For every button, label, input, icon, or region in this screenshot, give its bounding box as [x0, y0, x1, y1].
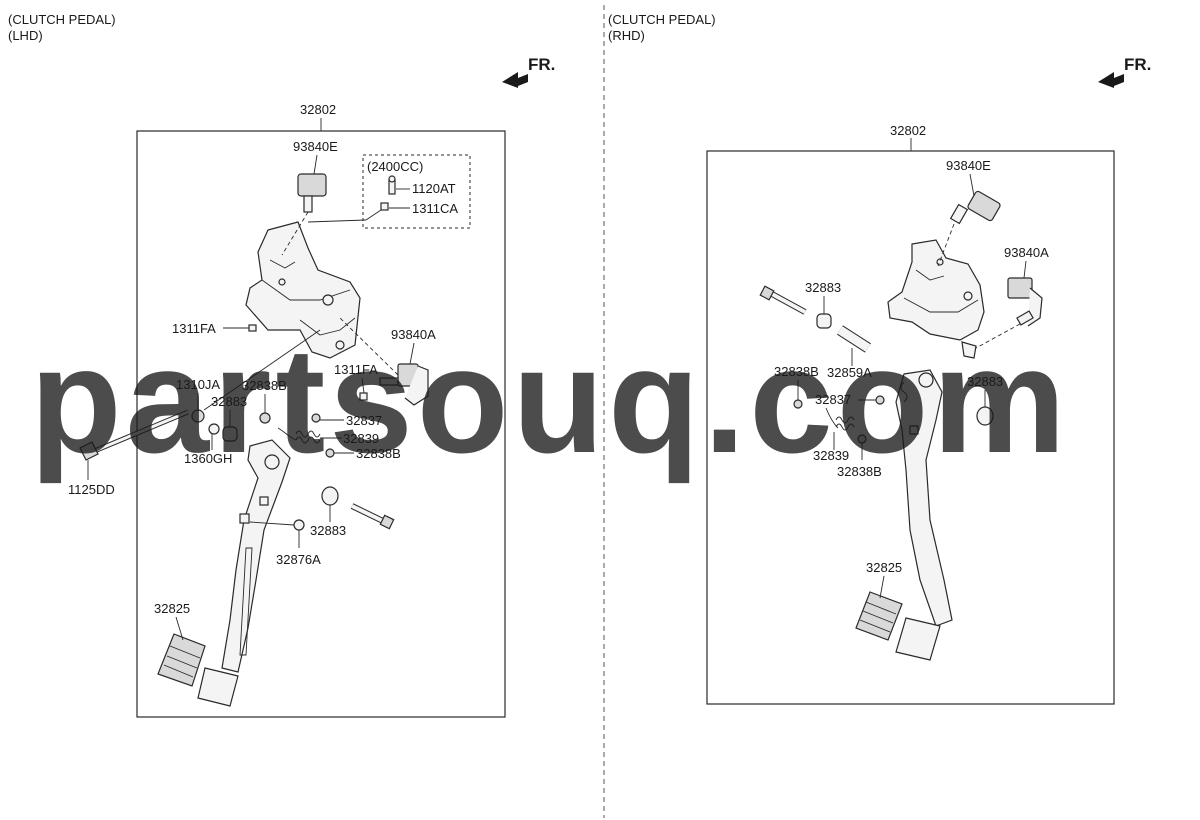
rhd-top-switch[interactable] — [949, 190, 1001, 225]
lhd-label-32883-a[interactable]: 32883 — [211, 394, 247, 409]
lhd-label-1311ca[interactable]: 1311CA — [412, 201, 458, 216]
rhd-pedal-bracket[interactable] — [887, 239, 985, 359]
lhd-title: (CLUTCH PEDAL) — [8, 12, 116, 27]
lhd-fr-label: FR. — [528, 55, 555, 74]
panel-lhd: (CLUTCH PEDAL) (LHD) FR. 32802 (2400CC) … — [8, 12, 555, 718]
lhd-assembly-label[interactable]: 32802 — [300, 102, 336, 117]
rhd-title: (CLUTCH PEDAL) — [608, 12, 716, 27]
lhd-bush-32883-b[interactable] — [321, 486, 339, 506]
lhd-top-switch[interactable] — [297, 173, 327, 213]
lhd-label-93840e[interactable]: 93840E — [293, 139, 338, 154]
rhd-label-32825[interactable]: 32825 — [866, 560, 902, 575]
lhd-front-arrow-icon: FR. — [502, 55, 555, 88]
lhd-variant-note: (2400CC) — [367, 159, 423, 174]
lhd-pin-32876a[interactable] — [293, 519, 305, 531]
rhd-pedal-pad[interactable] — [855, 591, 941, 661]
lhd-label-32837[interactable]: 32837 — [346, 413, 382, 428]
rhd-fr-label: FR. — [1124, 55, 1151, 74]
lhd-clip-32837[interactable] — [311, 413, 321, 423]
lhd-label-32883-b[interactable]: 32883 — [310, 523, 346, 538]
rhd-label-32859a[interactable]: 32859A — [827, 365, 872, 380]
rhd-label-32837[interactable]: 32837 — [815, 392, 851, 407]
rhd-label-32839[interactable]: 32839 — [813, 448, 849, 463]
lhd-pedal-pad[interactable] — [157, 633, 239, 707]
lhd-label-1311fa-a[interactable]: 1311FA — [172, 321, 216, 336]
rhd-label-93840e[interactable]: 93840E — [946, 158, 991, 173]
lhd-label-1125dd[interactable]: 1125DD — [68, 482, 115, 497]
lhd-pedal-arm[interactable] — [221, 439, 291, 673]
rhd-subtitle: (RHD) — [608, 28, 645, 43]
rhd-pin-32859a[interactable] — [837, 325, 871, 353]
lhd-bolt-1125dd[interactable] — [79, 409, 189, 461]
lhd-side-switch[interactable] — [379, 363, 429, 406]
lhd-label-1360gh[interactable]: 1360GH — [184, 451, 232, 466]
rhd-side-switch[interactable] — [1007, 277, 1043, 327]
lhd-label-93840a[interactable]: 93840A — [391, 327, 436, 342]
lhd-label-32838b-a[interactable]: 32838B — [242, 378, 287, 393]
lhd-label-32839[interactable]: 32839 — [343, 431, 379, 446]
lhd-clip-1311fa-b[interactable] — [359, 392, 368, 401]
lhd-label-32825[interactable]: 32825 — [154, 601, 190, 616]
lhd-pivot-bolt[interactable] — [350, 503, 395, 530]
lhd-spring-32839[interactable] — [277, 427, 321, 444]
rhd-label-93840a[interactable]: 93840A — [1004, 245, 1049, 260]
rhd-label-32883-a[interactable]: 32883 — [805, 280, 841, 295]
lhd-label-1120at[interactable]: 1120AT — [412, 181, 456, 196]
lhd-label-32876a[interactable]: 32876A — [276, 552, 321, 567]
lhd-label-32838b-b[interactable]: 32838B — [356, 446, 401, 461]
rhd-label-32838b-a[interactable]: 32838B — [774, 364, 819, 379]
lhd-clip-1311ca[interactable] — [380, 202, 389, 211]
rhd-label-32838b-b[interactable]: 32838B — [837, 464, 882, 479]
rhd-assembly-label[interactable]: 32802 — [890, 123, 926, 138]
lhd-label-1311fa-b[interactable]: 1311FA — [334, 362, 378, 377]
watermark-text: partsouq.com — [30, 316, 1070, 484]
rhd-pedal-arm[interactable] — [895, 369, 953, 627]
panel-rhd: (CLUTCH PEDAL) (RHD) FR. 32802 93840E — [608, 12, 1151, 705]
rhd-front-arrow-icon: FR. — [1098, 55, 1151, 88]
rhd-label-32883-b[interactable]: 32883 — [967, 374, 1003, 389]
lhd-washer-1360gh[interactable] — [208, 423, 220, 435]
rhd-pivot-bolt[interactable] — [759, 285, 807, 315]
lhd-label-1310ja[interactable]: 1310JA — [176, 377, 220, 392]
rhd-spring-32839[interactable] — [825, 407, 855, 431]
rhd-assembly-frame — [706, 150, 1115, 705]
lhd-pedal-bracket[interactable] — [245, 221, 361, 359]
lhd-bolt-1120at[interactable] — [388, 175, 396, 195]
lhd-subtitle: (LHD) — [8, 28, 43, 43]
